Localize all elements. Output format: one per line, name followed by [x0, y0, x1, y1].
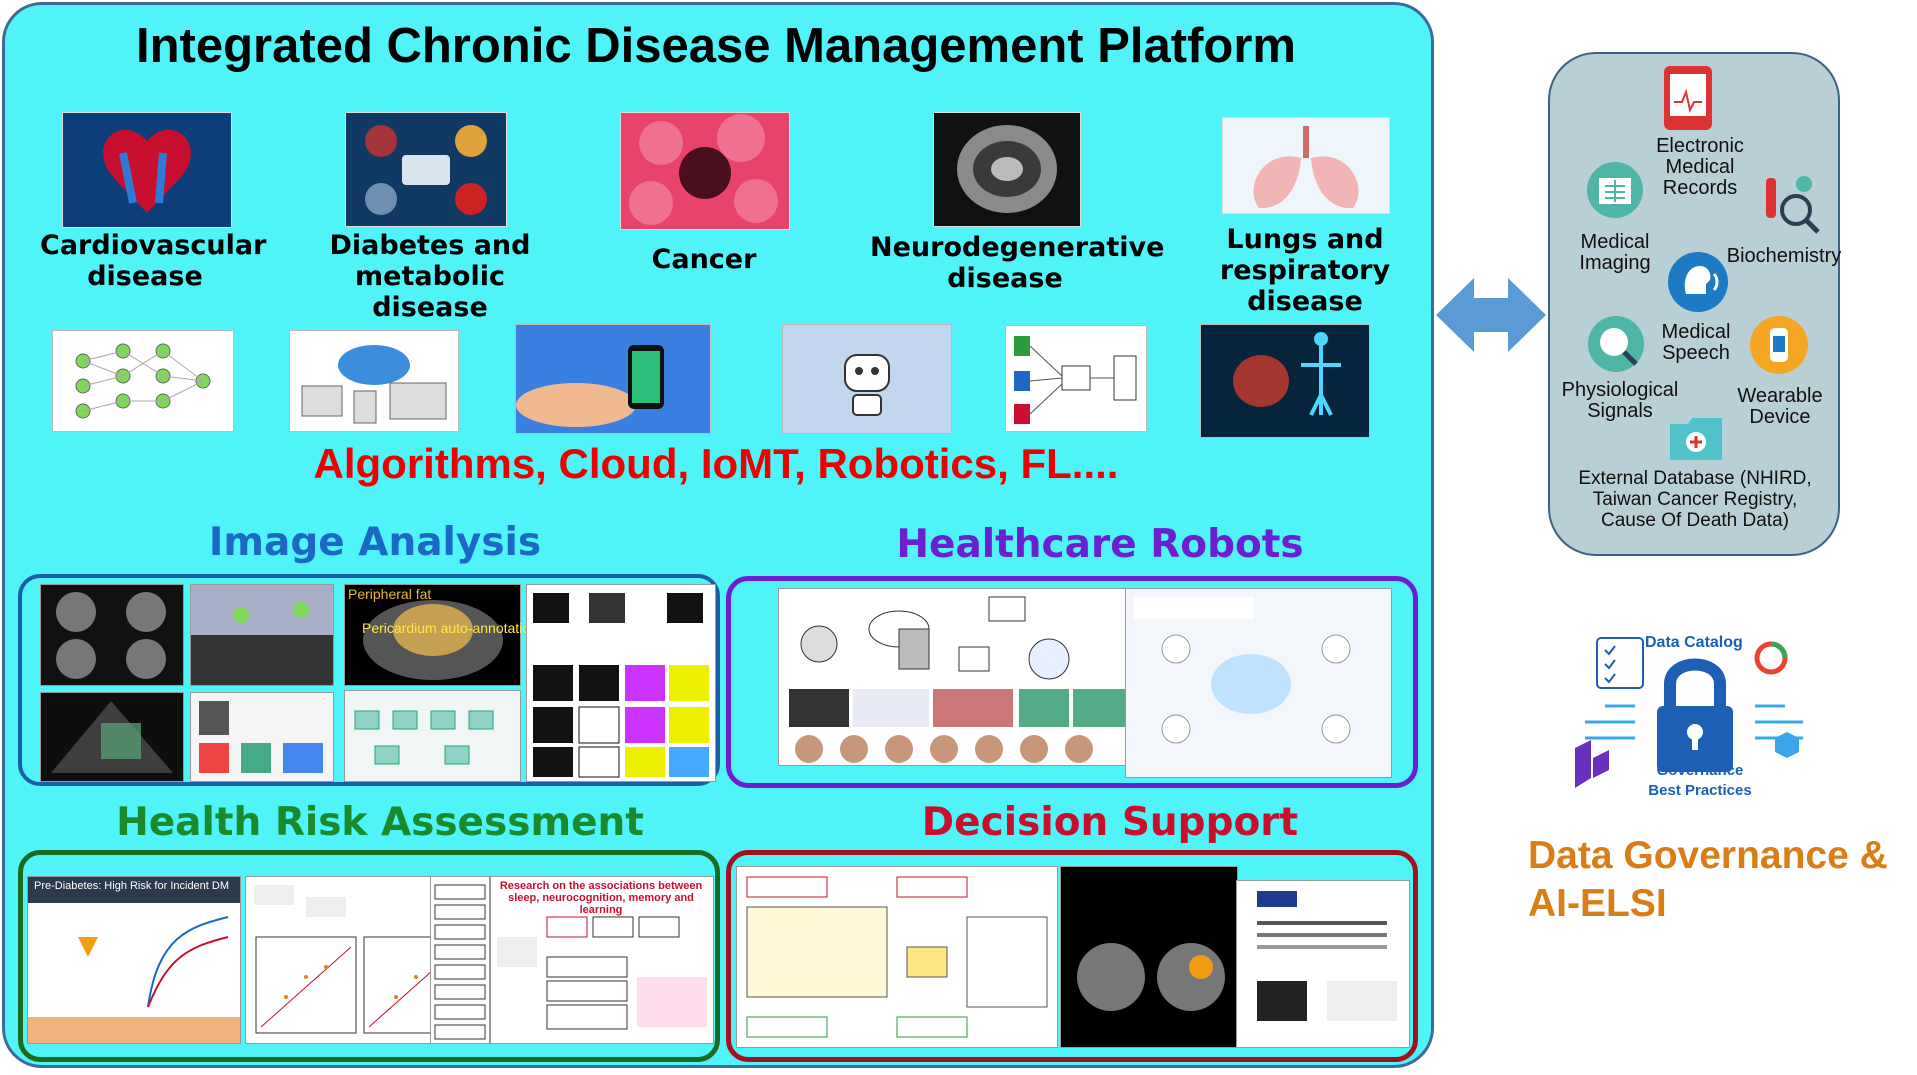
physiological-signals-icon: [1588, 316, 1644, 372]
data-governance-lock-icon: [1575, 637, 1803, 788]
disease-label-cancer: Cancer: [651, 244, 757, 275]
ct-abdomen-thumb: [40, 584, 184, 686]
governance-label: Governance: [1656, 762, 1744, 779]
xray-heatmap-thumb: [190, 692, 334, 782]
lungs-image: [1222, 117, 1390, 214]
platform-title: Integrated Chronic Disease Management Pl…: [136, 19, 1296, 73]
health-risk-title: Health Risk Assessment: [116, 800, 644, 845]
oct-segmentation-thumb: [526, 584, 716, 782]
decision-support-title: Decision Support: [921, 800, 1299, 845]
neurodegenerative-image: [933, 112, 1081, 227]
pericardium-ct-thumb: [344, 584, 521, 686]
medical-speech-label: Medical Speech: [1661, 321, 1731, 364]
robot-image: [782, 324, 952, 434]
feature-pipeline-thumb: [430, 876, 490, 1044]
skeleton-model-thumb: [190, 584, 334, 686]
medical-speech-icon: [1668, 252, 1728, 312]
robot-cloud-diagram-thumb: [778, 588, 1140, 766]
technologies-text: Algorithms, Cloud, IoMT, Robotics, FL...…: [313, 440, 1119, 487]
iomt-wearable-image: [515, 324, 711, 434]
wearable-device-icon: [1750, 316, 1808, 374]
federated-learning-image: [1005, 325, 1147, 432]
bidirectional-arrow-icon: [1436, 278, 1546, 352]
cardiovascular-image: [62, 112, 232, 228]
ct-viewer-thumb: [1060, 866, 1238, 1048]
diabetes-metabolic-image: [345, 112, 507, 227]
healthcare-robots-title: Healthcare Robots: [896, 522, 1304, 567]
neural-network-image: [52, 330, 234, 432]
external-database-label: External Database (NHIRD, Taiwan Cancer …: [1578, 468, 1812, 531]
physiological-signals-label: Physiological Signals: [1561, 379, 1679, 422]
ecg-scatter-thumb: [245, 876, 487, 1044]
digital-twin-image: [1200, 324, 1370, 438]
external-database-icon: [1670, 418, 1722, 460]
data-catalog-label: Data Catalog: [1645, 634, 1743, 651]
biochemistry-label: Biochemistry: [1726, 245, 1842, 267]
emr-icon: [1664, 66, 1712, 130]
medical-imaging-icon: [1587, 162, 1643, 218]
pericardium-label: Pericardium auto-annotation: [362, 620, 538, 636]
wearable-device-label: Wearable Device: [1737, 385, 1823, 428]
companion-robot-manager-thumb: [1125, 588, 1392, 778]
cancer-image: [620, 112, 790, 230]
cloud-devices-image: [289, 330, 459, 432]
ultrasound-thumb: [40, 692, 184, 782]
best-practices-label: Best Practices: [1648, 782, 1752, 799]
biochemistry-icon: [1766, 176, 1820, 234]
peripheral-fat-label: Peripheral fat: [348, 586, 432, 602]
sleep-research-thumb: [490, 876, 714, 1044]
respiratory-care-flow-thumb: [736, 866, 1058, 1048]
research-label: Research on the associations between sle…: [499, 880, 703, 916]
emr-label: Electronic Medical Records: [1656, 135, 1744, 199]
arrow-shape: [1436, 278, 1546, 352]
report-thumb: [1236, 880, 1410, 1048]
segmentation-pipeline-thumb: [344, 690, 521, 782]
image-analysis-title: Image Analysis: [208, 520, 542, 565]
prediabetes-risk-thumb: [27, 876, 241, 1044]
prediabetes-label: Pre-Diabetes: High Risk for Incident DM: [34, 880, 230, 892]
data-governance-title: Data Governance & AI-ELSI: [1528, 834, 1888, 925]
medical-imaging-label: Medical Imaging: [1579, 231, 1651, 274]
